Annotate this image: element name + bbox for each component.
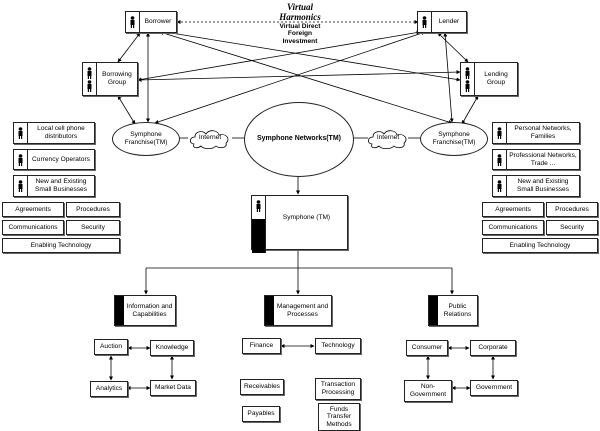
right-internet-label: Internet (376, 134, 400, 141)
left-procedures-box: Procedures (66, 202, 120, 217)
pr-module-label: Public Relations (443, 302, 472, 318)
right-procedures-box: Procedures (546, 202, 598, 217)
right-actor-label: Personal Networks, Families (514, 125, 572, 140)
borrowing-group-label: Borrowing Group (102, 71, 132, 86)
right-communications-box: Communications (482, 220, 544, 235)
borrowing-group-node: Borrowing Group (82, 62, 138, 96)
left-actor-label: New and Existing Small Businesses (34, 178, 88, 193)
left-franchise-label: Symphone Franchise(TM) (124, 131, 168, 146)
gov-box: Government (470, 380, 518, 396)
person-icon (461, 63, 475, 95)
symphone-label: Symphone (TM) (282, 214, 331, 221)
left-enabling-box: Enabling Technology (2, 238, 120, 253)
borrowing-group-franchise-line (117, 95, 136, 125)
info-module-label: Information and Capabilities (126, 302, 173, 318)
right-actor-smallbiz: New and Existing Small Businesses (492, 175, 580, 197)
receivables-box: Receivables (240, 379, 284, 395)
lending-group-label: Lending Group (484, 71, 508, 86)
finance-box: Finance (242, 338, 281, 354)
funds-box: Funds Transfer Methods (318, 403, 360, 431)
title-line-3: Virtual Direct (279, 22, 321, 30)
borrower-label: Borrower (144, 18, 172, 26)
left-actor-smallbiz: New and Existing Small Businesses (13, 175, 95, 197)
person-icon (418, 12, 432, 32)
lender-node: Lender (417, 11, 467, 33)
lender-lending-group-line (437, 32, 469, 63)
left-internet-label: Internet (198, 134, 222, 141)
diagram-title: Virtual Harmonics Virtual Direct Foreign… (262, 2, 338, 45)
lender-right-franchise-line (443, 32, 454, 123)
person-icon (14, 176, 28, 196)
lending-group-node: Lending Group (460, 62, 518, 96)
right-internet-cloud: Internet (366, 128, 410, 150)
right-actor-label: New and Existing Small Businesses (516, 178, 570, 193)
module-bar (429, 296, 438, 325)
right-actor-label: Professional Networks, Trade ... (509, 151, 577, 167)
left-internet-cloud: Internet (188, 128, 232, 150)
info-module: Information and Capabilities (114, 295, 176, 326)
person-icon (14, 123, 28, 143)
left-franchise-oval: Symphone Franchise(TM) (112, 122, 180, 156)
module-bar (265, 296, 274, 325)
mgmt-module-label: Management and Processes (276, 302, 329, 318)
payables-box: Payables (242, 406, 280, 422)
borrower-node: Borrower (125, 11, 177, 33)
cloud-icon (367, 130, 407, 150)
cloud-icon (189, 130, 229, 150)
networks-oval: Symphone Networks(TM) (244, 102, 354, 177)
right-security-box: Security (546, 220, 598, 235)
auction-box: Auction (94, 339, 128, 355)
right-enabling-box: Enabling Technology (482, 238, 598, 253)
person-icon (493, 176, 507, 196)
lending-group-franchise-line (461, 95, 479, 125)
right-franchise-label: Symphone Franchise(TM) (432, 131, 476, 146)
symphone-node: Symphone (TM) (251, 195, 348, 253)
networks-label: Symphone Networks(TM) (256, 135, 341, 143)
person-icon (256, 200, 261, 212)
right-actor-professional: Professional Networks, Trade ... (492, 149, 580, 170)
borrower-borrowing-group-line (117, 32, 141, 63)
person-icon (126, 12, 140, 32)
title-line-1: Virtual (286, 2, 313, 12)
left-security-box: Security (66, 220, 120, 235)
transaction-box: Transaction Processing (315, 378, 361, 400)
title-line-5: Investment (282, 37, 318, 45)
person-icon (493, 150, 507, 169)
mgmt-module: Management and Processes (264, 295, 332, 326)
right-agreements-box: Agreements (482, 202, 544, 217)
marketdata-box: Market Data (150, 380, 196, 396)
left-agreements-box: Agreements (2, 202, 64, 217)
title-line-2: Harmonics (279, 12, 321, 23)
title-line-4: Foreign (287, 30, 313, 38)
left-communications-box: Communications (2, 220, 64, 235)
module-bar (115, 296, 124, 325)
left-actor-label: Currency Operators (32, 155, 90, 163)
corporate-box: Corporate (470, 340, 516, 356)
right-franchise-oval: Symphone Franchise(TM) (420, 122, 488, 156)
left-actor-currency: Currency Operators (13, 149, 95, 170)
person-icon (493, 123, 507, 143)
symphone-side (252, 196, 266, 253)
pr-module: Public Relations (428, 295, 478, 326)
technology-box: Technology (315, 338, 361, 354)
borrowing-lending-group-line (137, 70, 461, 82)
person-icon (83, 63, 97, 95)
right-actor-personal: Personal Networks, Families (492, 122, 580, 144)
person-icon (14, 150, 28, 169)
knowledge-box: Knowledge (150, 340, 194, 356)
nongov-box: Non-Government (404, 380, 452, 402)
left-actor-label: Local cell phone distributors (37, 125, 85, 140)
consumer-box: Consumer (406, 340, 448, 356)
lender-label: Lender (438, 18, 460, 26)
left-actor-distributors: Local cell phone distributors (13, 122, 95, 144)
analytics-box: Analytics (90, 381, 128, 397)
